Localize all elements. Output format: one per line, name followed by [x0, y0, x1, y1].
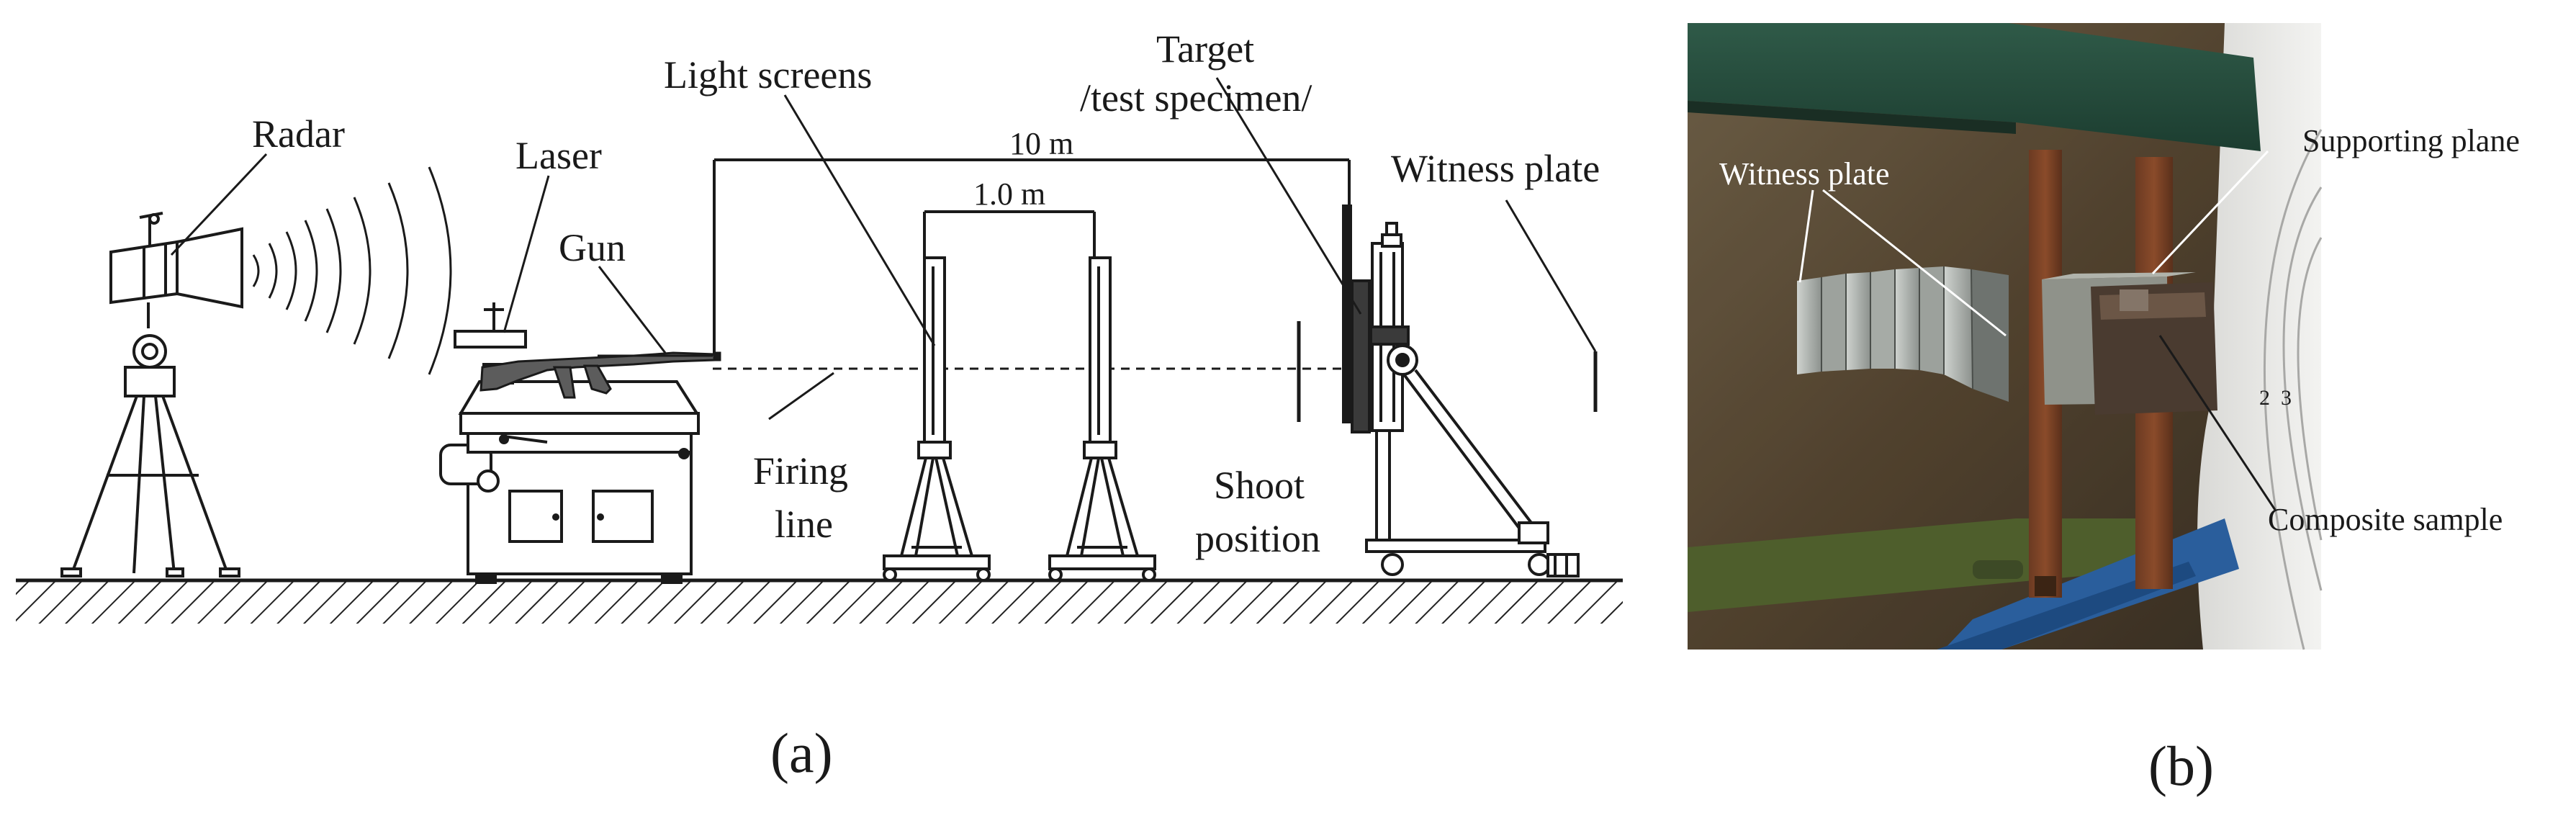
label-firing-line: line: [775, 503, 833, 546]
target-stand: [1342, 204, 1580, 577]
panel-a: Radar Laser Gun Light screens 10 m 1.0 m…: [16, 27, 1623, 784]
label-shoot-position: position: [1195, 517, 1320, 560]
dimension-lines: [713, 158, 1351, 356]
label-distance-1m: 1.0 m: [973, 176, 1045, 212]
caption-b: (b): [2148, 734, 2214, 797]
witness-plate-fins: [1797, 266, 2009, 402]
label-test-specimen: /test specimen/: [1080, 76, 1312, 120]
photo-label-witness-plate: Witness plate: [1719, 156, 1890, 192]
photo-label-supporting-plane: Supporting plane: [2302, 123, 2520, 158]
label-distance-10m: 10 m: [1009, 126, 1073, 161]
composite-leader-line: [2158, 335, 2276, 511]
photo-leader-lines: [1798, 150, 2269, 337]
label-firing: Firing: [753, 449, 848, 493]
caption-a: (a): [770, 722, 833, 784]
radar-icon: [60, 212, 243, 577]
light-screen-2: [1048, 256, 1156, 582]
ground: [16, 578, 1623, 624]
panel-a-labels: Radar Laser Gun Light screens 10 m 1.0 m…: [252, 27, 1600, 560]
radar-waves: [252, 166, 452, 375]
label-gun: Gun: [559, 226, 626, 269]
label-laser: Laser: [515, 134, 602, 177]
gun-stand: [439, 302, 700, 584]
label-target: Target: [1156, 27, 1254, 71]
target-number-2: 2: [2259, 386, 2270, 410]
photo-label-composite-sample: Composite sample: [2268, 502, 2503, 537]
target-number-3: 3: [2281, 386, 2292, 410]
label-light-screens: Light screens: [664, 53, 872, 96]
panel-b: 2 3: [1688, 23, 2520, 797]
green-frame: [1688, 23, 2261, 151]
label-radar: Radar: [252, 112, 345, 156]
label-shoot: Shoot: [1214, 464, 1305, 507]
light-screen-1: [883, 256, 991, 582]
leader-lines: [170, 77, 1597, 421]
label-witness-plate: Witness plate: [1391, 147, 1600, 190]
gun-icon: [479, 351, 721, 399]
